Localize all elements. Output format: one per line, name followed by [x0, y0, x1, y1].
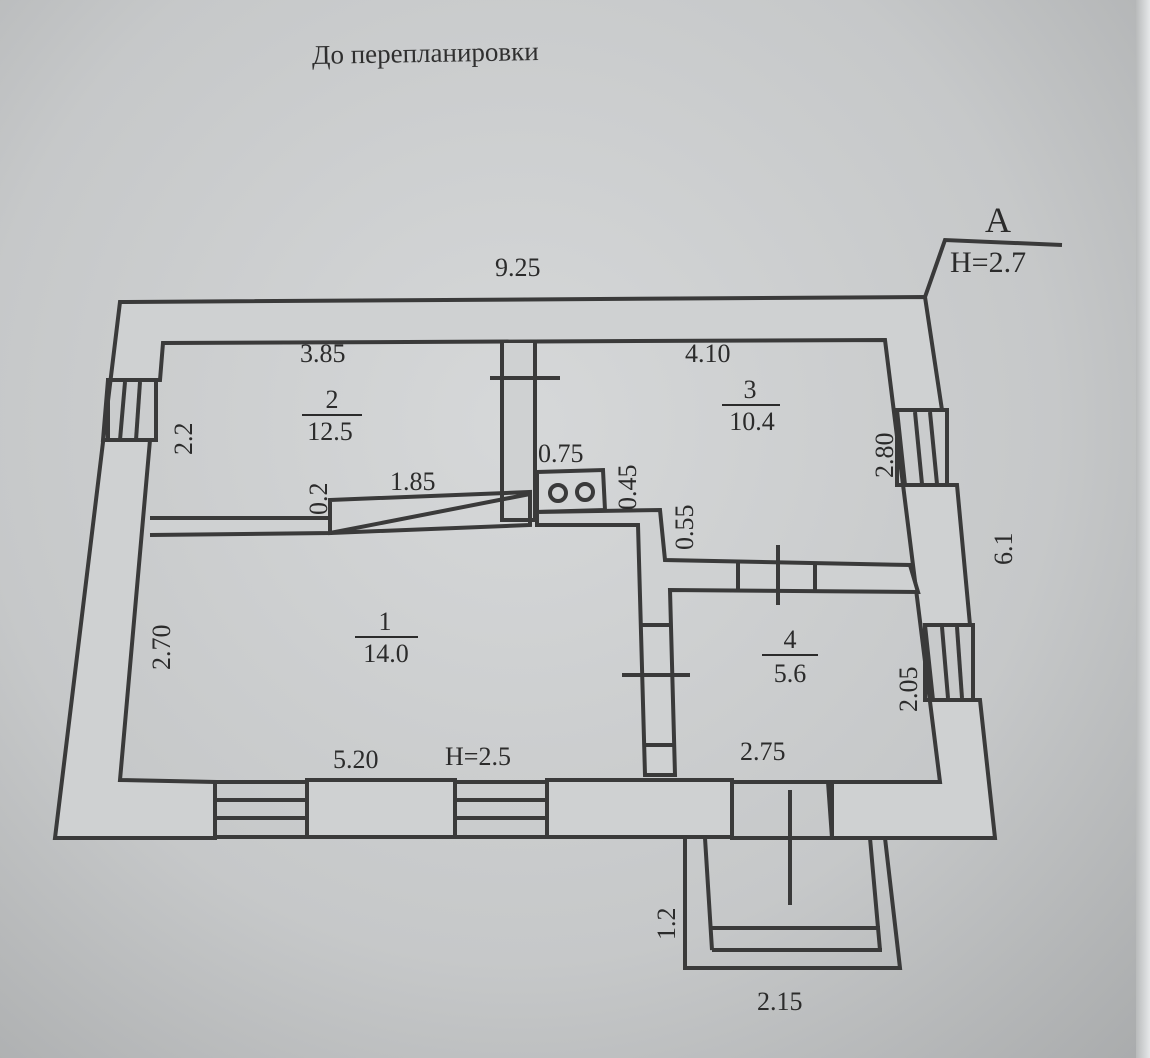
dim-porch-width: 2.15: [757, 987, 803, 1016]
wall-stove: [535, 507, 921, 777]
page-edge: [1136, 0, 1150, 1058]
bottom-wall-segment: [305, 778, 457, 839]
window-bottom-1: [213, 780, 309, 839]
dim-stair-offset: 0.2: [304, 483, 333, 516]
dim-room2-depth: 2.2: [169, 423, 198, 456]
svg-text:5.6: 5.6: [774, 659, 807, 688]
dim-overall-depth: 6.1: [989, 533, 1018, 566]
dim-room4-depth: 2.05: [894, 667, 923, 713]
section-marker: [923, 237, 1063, 298]
room-4-label: 4 5.6: [762, 625, 818, 688]
room1-height: H=2.5: [445, 742, 511, 771]
dim-room3-width: 4.10: [685, 339, 731, 368]
dim-room3-depth: 2.80: [870, 433, 899, 479]
svg-text:1: 1: [379, 607, 392, 636]
dim-room1-width: 5.20: [333, 745, 379, 774]
stair: [328, 489, 532, 536]
dim-room4-width: 2.75: [740, 737, 786, 766]
dim-room2-width: 3.85: [300, 339, 346, 368]
svg-text:2: 2: [326, 385, 339, 414]
dim-stair-width: 1.85: [390, 467, 436, 496]
room-3-label: 3 10.4: [722, 375, 780, 436]
stove-burner-icon: [575, 482, 595, 502]
porch: [683, 837, 903, 970]
window-right-1: [895, 408, 949, 487]
bottom-wall-segment-2: [545, 778, 734, 839]
dim-room1-depth: 2.70: [147, 625, 176, 671]
dim-stove-depth: 0.45: [613, 465, 642, 511]
window-bottom-2: [453, 780, 549, 839]
wall-1-2: [149, 516, 332, 537]
dim-step-offset: 0.55: [670, 505, 699, 551]
dim-overall-width: 9.25: [495, 253, 541, 282]
stove-burner-icon: [548, 483, 568, 503]
svg-text:4: 4: [784, 625, 797, 654]
svg-text:10.4: 10.4: [729, 407, 775, 436]
entrance-door: [730, 780, 834, 840]
svg-text:3: 3: [744, 375, 757, 404]
svg-text:14.0: 14.0: [363, 639, 409, 668]
window-left: [106, 378, 158, 442]
dim-stove-width: 0.75: [538, 439, 584, 468]
svg-text:12.5: 12.5: [307, 417, 353, 446]
dim-porch-depth: 1.2: [652, 908, 681, 941]
window-right-2: [923, 623, 975, 702]
section-height: H=2.7: [950, 246, 1026, 279]
section-letter: А: [985, 200, 1011, 240]
wall-2-3: [500, 343, 537, 522]
room-1-label: 1 14.0: [355, 607, 418, 668]
room-2-label: 2 12.5: [302, 385, 362, 446]
